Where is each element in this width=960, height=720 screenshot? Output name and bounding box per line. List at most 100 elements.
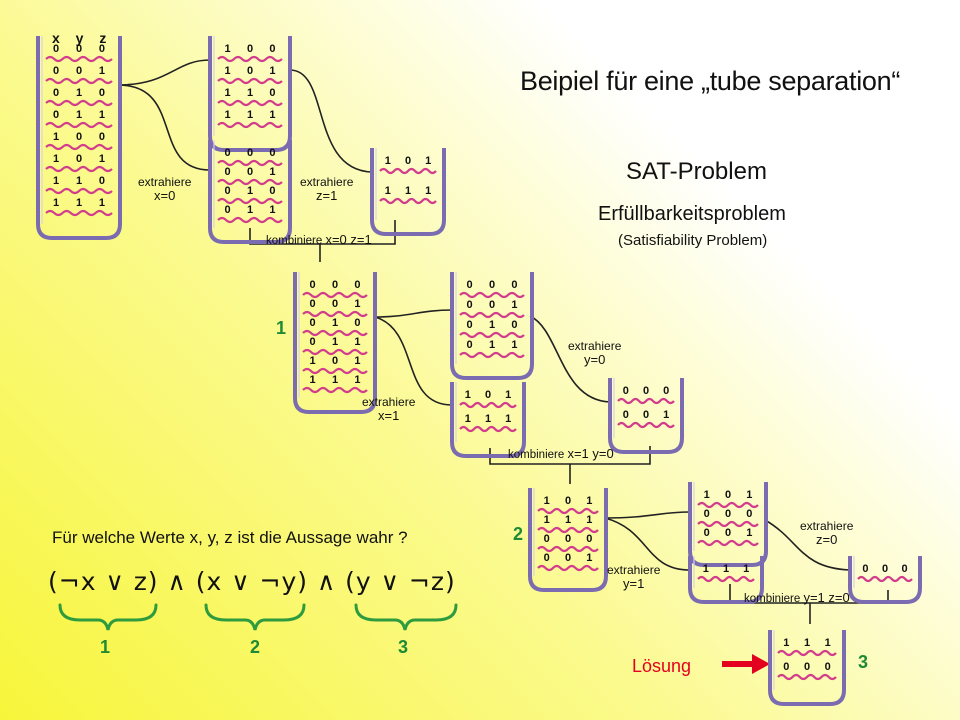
- sat-english: (Satisfiability Problem): [618, 232, 768, 249]
- tube-digit: 1: [53, 153, 59, 165]
- tube-digit: 0: [354, 279, 360, 291]
- tube-digit: 1: [723, 563, 729, 575]
- dna-strand: [217, 159, 283, 167]
- label-cond: x=1: [378, 408, 400, 423]
- tube-digit: 1: [825, 637, 831, 649]
- tube-digit: 1: [783, 637, 789, 649]
- tube-digit: 0: [544, 552, 550, 564]
- dna-strand: [459, 311, 525, 319]
- formula: (¬x ∨ z) ∧ (x ∨ ¬y) ∧ (y ∨ ¬z): [48, 567, 456, 596]
- tube-digit: 1: [332, 374, 338, 386]
- tube-digit: 0: [247, 147, 253, 159]
- dna-strand: [45, 55, 113, 63]
- solution-label: Lösung: [632, 656, 692, 676]
- dna-strand: [45, 209, 113, 217]
- clause-brace-1: [58, 603, 158, 631]
- tube-outline: [450, 272, 534, 380]
- tube-digit: 0: [467, 279, 473, 291]
- tube-digit: 0: [53, 65, 59, 77]
- tube-digit: 1: [332, 317, 338, 329]
- tube-digit: 1: [544, 495, 550, 507]
- tube-digit: 1: [53, 175, 59, 187]
- tube-digit: 1: [465, 389, 471, 401]
- tube-digit: 1: [225, 65, 231, 77]
- tube-digit: 0: [269, 185, 275, 197]
- label-extract-x1: extrahiere x=1: [362, 396, 415, 423]
- tube-digit: 0: [489, 299, 495, 311]
- tube-digit: 0: [247, 43, 253, 55]
- dna-strand: [459, 291, 525, 299]
- tube-digit: 0: [269, 43, 275, 55]
- label-verb: kombiniere: [508, 449, 565, 461]
- label-combine-1: kombiniere x=0 z=1: [266, 232, 372, 247]
- label-verb: extrahiere: [362, 395, 416, 409]
- tube-digit: 1: [511, 299, 517, 311]
- tube-digit: 0: [332, 298, 338, 310]
- tube-digit: 0: [310, 336, 316, 348]
- tube-digit: 1: [76, 175, 82, 187]
- label-extract-x0: extrahiere x=0: [138, 176, 191, 203]
- tube-digit: 0: [725, 508, 731, 520]
- tube-digit: 0: [310, 317, 316, 329]
- dna-strand: [697, 539, 759, 547]
- tube-digit: 1: [269, 109, 275, 121]
- tube-outline: [293, 272, 377, 414]
- label-combine-3: kombiniere y=1 z=0: [744, 590, 850, 605]
- tube-digit: 0: [405, 155, 411, 167]
- flow-t0-to-t1: [117, 59, 211, 86]
- dna-strand: [217, 216, 283, 224]
- tube-digit: 1: [99, 197, 105, 209]
- tube-digit: 1: [505, 389, 511, 401]
- tube-digit: 0: [511, 279, 517, 291]
- tube-digit: 0: [225, 204, 231, 216]
- tube-digit: 0: [725, 489, 731, 501]
- tube-digit: 0: [99, 87, 105, 99]
- flow-t8-to-t9: [604, 511, 691, 519]
- tube-digit: 0: [76, 153, 82, 165]
- flow-t0-to-t2: [117, 84, 211, 171]
- step-number-2: 2: [513, 524, 524, 544]
- tube-digit: 0: [485, 389, 491, 401]
- tube-digit: 0: [269, 87, 275, 99]
- combine-bracket-3: [729, 584, 889, 604]
- tube-digit: 1: [269, 204, 275, 216]
- tube-digit: 0: [489, 279, 495, 291]
- tube-digit: 1: [511, 339, 517, 351]
- tube-digit: 0: [586, 533, 592, 545]
- label-extract-z0: extrahiere z=0: [800, 520, 853, 547]
- tube-digit: 1: [53, 131, 59, 143]
- tube-digit: 1: [332, 336, 338, 348]
- dna-strand: [217, 77, 283, 85]
- tube-digit: 0: [354, 317, 360, 329]
- label-cond: x=0: [154, 188, 176, 203]
- tube-digit: 0: [804, 661, 810, 673]
- clause-number-1: 1: [100, 637, 111, 657]
- label-extract-y1: extrahiere y=1: [607, 564, 660, 591]
- tube-outline: [36, 36, 122, 240]
- dna-strand: [45, 121, 113, 129]
- tube-outline: [608, 378, 684, 454]
- label-verb: kombiniere: [266, 235, 323, 247]
- tube-digit: 0: [332, 355, 338, 367]
- tube-digit: 1: [76, 109, 82, 121]
- dna-strand: [302, 348, 368, 356]
- tube-digit: 1: [586, 495, 592, 507]
- dna-strand: [697, 501, 759, 509]
- tube-digit: 1: [354, 355, 360, 367]
- tube-digit: 1: [247, 185, 253, 197]
- tube-digit: 1: [99, 65, 105, 77]
- dna-strand: [217, 99, 283, 107]
- clause-number-2: 2: [250, 637, 261, 657]
- tube-digit: 1: [225, 43, 231, 55]
- tube-digit: 1: [505, 413, 511, 425]
- tube-digit: 0: [225, 185, 231, 197]
- dna-strand: [459, 401, 517, 409]
- tube-digit: 1: [310, 355, 316, 367]
- label-combine-2: kombiniere x=1 y=0: [508, 446, 614, 461]
- dna-strand: [617, 397, 675, 405]
- dna-strand: [302, 291, 368, 299]
